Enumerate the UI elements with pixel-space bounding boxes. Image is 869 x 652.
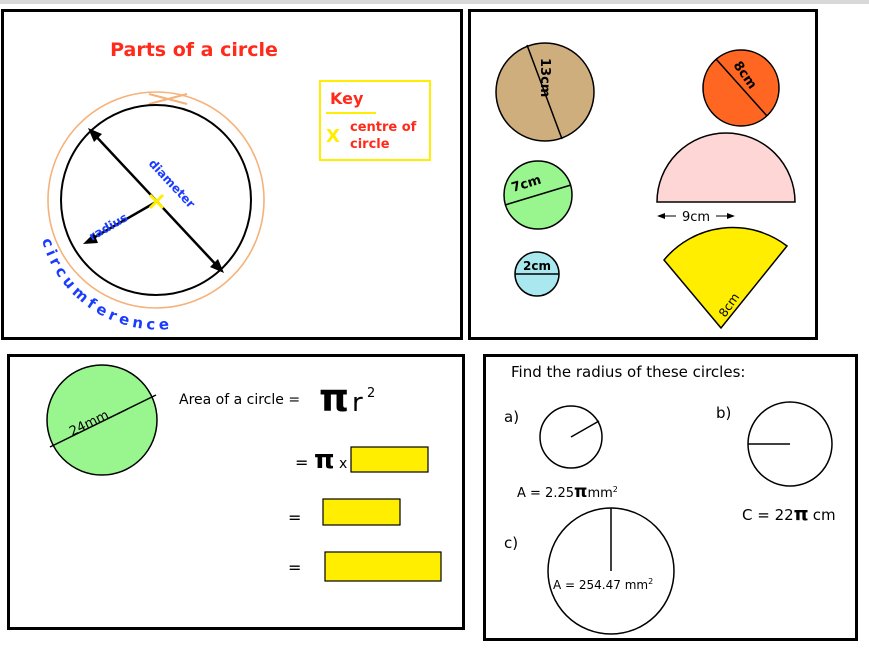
yellow-sector — [663, 226, 789, 330]
radius-a — [570, 420, 600, 438]
parts-diagram: Parts of a circle diameter radius circum… — [38, 39, 431, 334]
shapes-panel: 13cm 8cm 7cm 9cm 2cm 8cm — [468, 9, 818, 340]
pi-symbol-small: π — [314, 445, 335, 475]
label-9cm: 9cm — [682, 210, 710, 225]
centre-cross — [148, 193, 165, 210]
key-text-line1: centre of — [350, 120, 417, 135]
key-box: Key X centre of circle — [319, 80, 431, 161]
circumference-outline — [47, 91, 265, 309]
radius-title: Find the radius of these circles: — [511, 363, 745, 381]
diameter-arrow-start — [88, 128, 102, 142]
pink-semicircle — [656, 132, 796, 203]
formula-text: Area of a circle = — [179, 392, 300, 408]
circumference-label: circumference — [38, 236, 174, 334]
value-c: A = 254.47 mm2 — [553, 577, 653, 592]
dimension-arrow-right — [727, 213, 735, 219]
pi-symbol-large: π — [319, 376, 349, 420]
dimension-label-bg — [676, 208, 716, 224]
squared-superscript: 2 — [367, 386, 375, 401]
orange-diameter — [715, 58, 768, 117]
radius-arrow — [83, 233, 98, 244]
key-title: Key — [330, 89, 364, 108]
value-a: A = 2.25πmm2 — [517, 482, 618, 502]
label-b: b) — [716, 404, 731, 422]
equals-3: = — [288, 558, 301, 577]
top-bar — [0, 0, 869, 4]
radius-line — [87, 200, 157, 243]
label-c: c) — [504, 534, 518, 552]
parts-title: Parts of a circle — [110, 39, 278, 61]
find-radius-panel: Find the radius of these circles: a) A =… — [483, 354, 858, 641]
answer-box-2[interactable] — [322, 498, 401, 526]
key-symbol: X — [326, 126, 340, 147]
shapes-diagram: 13cm 8cm 7cm 9cm 2cm 8cm — [495, 42, 796, 330]
times-sign: x — [339, 456, 347, 472]
green-diameter — [504, 184, 572, 206]
answer-box-3[interactable] — [324, 551, 442, 582]
parts-of-circle-panel: Parts of a circle diameter radius circum… — [1, 9, 463, 340]
tan-diameter — [526, 44, 563, 140]
diameter-arrow-end — [210, 259, 224, 273]
mark-line — [148, 93, 188, 105]
label-13cm: 13cm — [537, 58, 552, 97]
equals-1: = — [295, 453, 308, 472]
area-diagram: 24mm Area of a circle = π r 2 = π x = = — [46, 364, 442, 582]
label-2cm: 2cm — [523, 259, 551, 273]
radius-label: radius — [87, 210, 131, 243]
dimension-arrow-left — [657, 213, 665, 219]
main-circle — [60, 104, 252, 296]
equals-2: = — [288, 508, 301, 527]
radius-diagram: Find the radius of these circles: a) A =… — [504, 363, 836, 635]
area-panel: 24mm Area of a circle = π r 2 = π x = = — [7, 354, 465, 630]
label-a: a) — [504, 408, 519, 426]
circle-diameter — [49, 394, 157, 448]
key-text-line2: circle — [350, 137, 390, 152]
r-symbol: r — [352, 388, 363, 418]
green-circle-24mm — [46, 364, 158, 476]
answer-box-1[interactable] — [350, 446, 429, 473]
